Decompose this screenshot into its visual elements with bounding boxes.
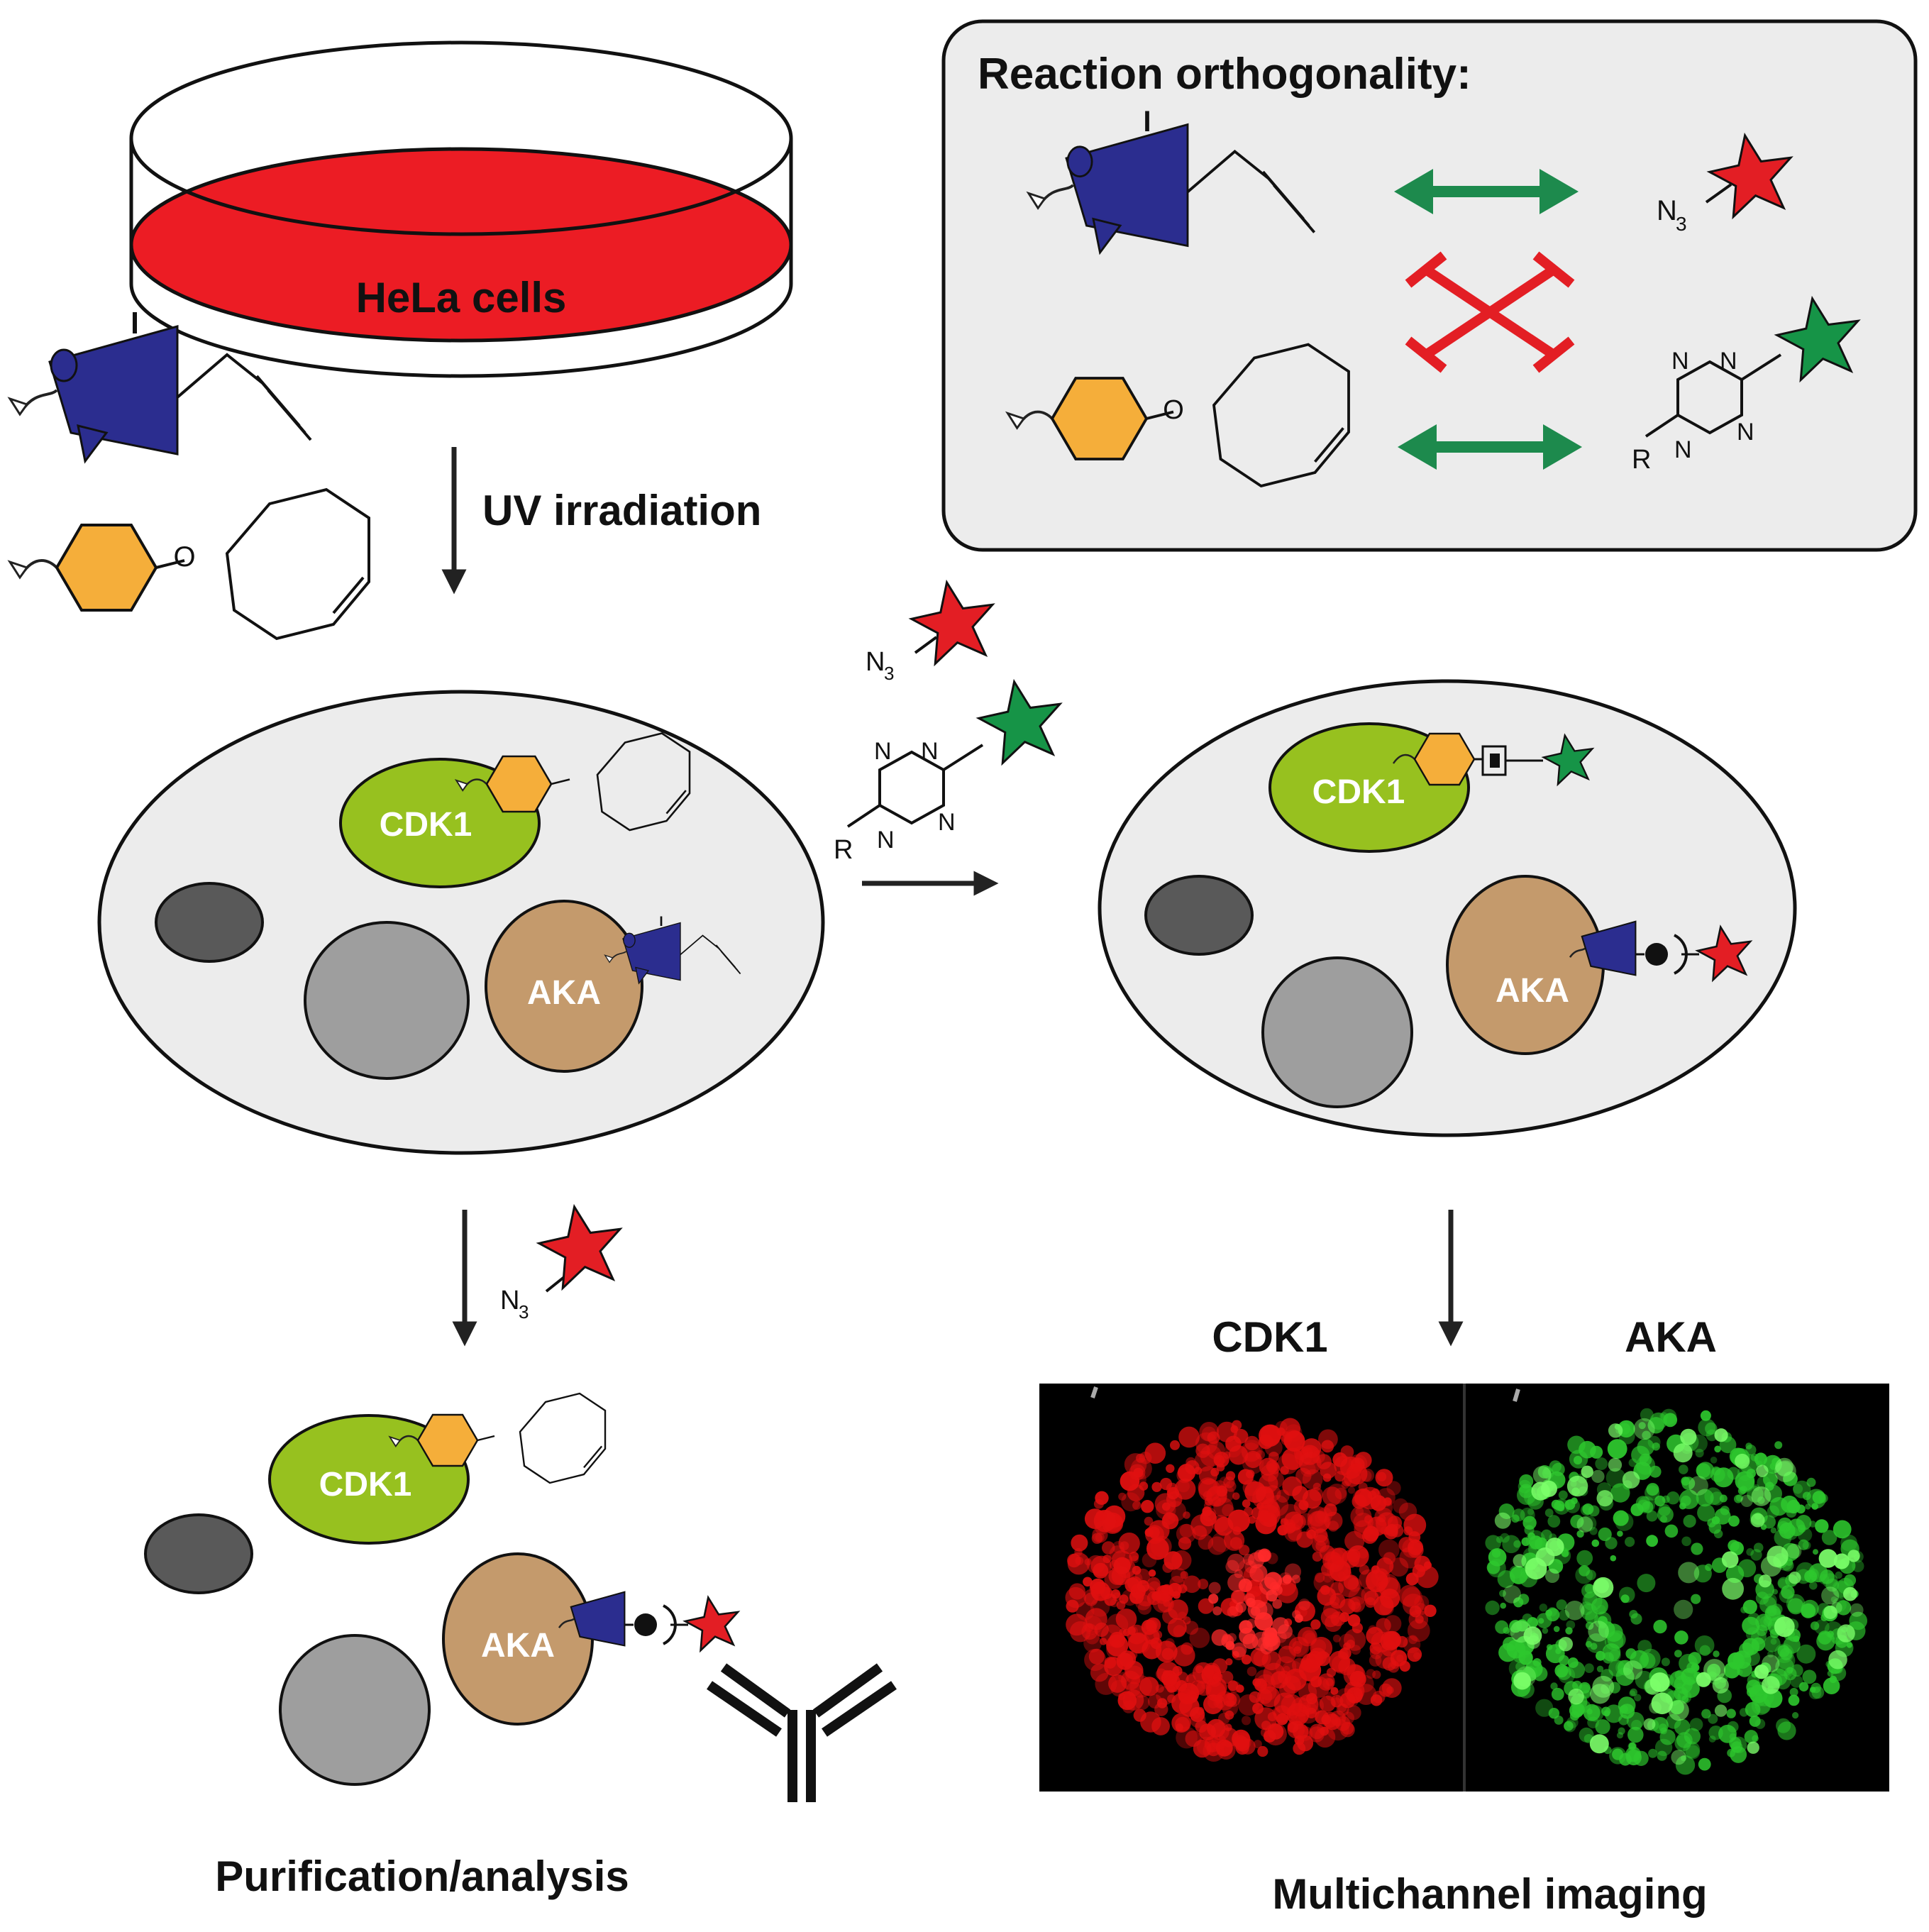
cell-left: CDK1 AKA [97,690,825,1155]
tz-r-label: R [1632,445,1651,475]
tz-n4: N [1737,419,1754,446]
azide-red-dye-icon: N 3 [1657,127,1801,235]
antibody-icon [707,1663,897,1802]
micrograph-left-title: CDK1 [1212,1313,1327,1361]
organelle-dark [155,882,264,963]
cdk1-label: CDK1 [380,806,472,844]
ortho-oxygen-label: O [1163,395,1184,425]
pur-azide-sub: 3 [519,1301,529,1323]
petri-dish: HeLa cells [129,40,793,378]
blocked-cross-icon [1405,251,1575,373]
red-channel-image [1065,1418,1439,1762]
orthogonality-title: Reaction orthogonality: [978,50,1471,99]
green-channel-image [1485,1408,1867,1775]
oxygen-label: O [173,541,195,573]
pur-azide-n: N [500,1286,519,1315]
tz-n2: N [1720,348,1737,375]
cell-right: CDK1 AKA [1098,679,1797,1137]
azide-n-label: N [1657,195,1677,226]
aka-label-bottom: AKA [481,1627,555,1665]
mid-tz-n1: N [874,738,892,765]
organelle-dark-right [1144,875,1254,956]
purification-azide-dye-icon: N 3 [500,1198,630,1323]
micrograph-right-title: AKA [1625,1313,1717,1361]
aka-protein [485,900,643,1073]
mid-tz-n2: N [921,738,939,765]
tco-probe-icon: O [9,488,370,640]
green-double-arrow-bottom [1398,424,1582,470]
dish-label: HeLa cells [356,274,567,321]
tz-n1: N [1671,348,1689,375]
mid-tz-n3: N [877,827,895,854]
mid-tz-r: R [834,835,853,865]
imaging-label: Multichannel imaging [1272,1870,1707,1918]
tz-n3: N [1674,436,1692,463]
aka-label-right: AKA [1496,972,1569,1010]
cdk1-protein [339,758,541,888]
ortho-tco-probe-icon: O [1006,343,1350,487]
orthogonality-panel: Reaction orthogonality: O [941,19,1918,552]
uv-label: UV irradiation [482,487,761,534]
cdk1-label-right: CDK1 [1312,773,1405,811]
micrograph-panel [1039,1384,1889,1792]
mid-azide-n: N [866,647,885,677]
aka-protein-right [1446,875,1605,1055]
mid-azide-sub: 3 [884,663,894,684]
mid-tz-n4: N [938,809,956,836]
tetrazine-green-dye-icon: N N N N R [1632,290,1868,475]
organelle-grey-right [1261,956,1413,1108]
organelle-grey [304,921,470,1080]
purified-proteins: CDK1 AKA [144,1392,745,1786]
aka-label: AKA [527,974,601,1012]
cdk1-label-bottom: CDK1 [319,1466,412,1503]
purification-label: Purification/analysis [215,1853,629,1900]
reagents-middle: N 3 N N N N R [834,574,1070,865]
green-double-arrow-top [1394,169,1579,214]
azide-subscript: 3 [1676,213,1687,235]
